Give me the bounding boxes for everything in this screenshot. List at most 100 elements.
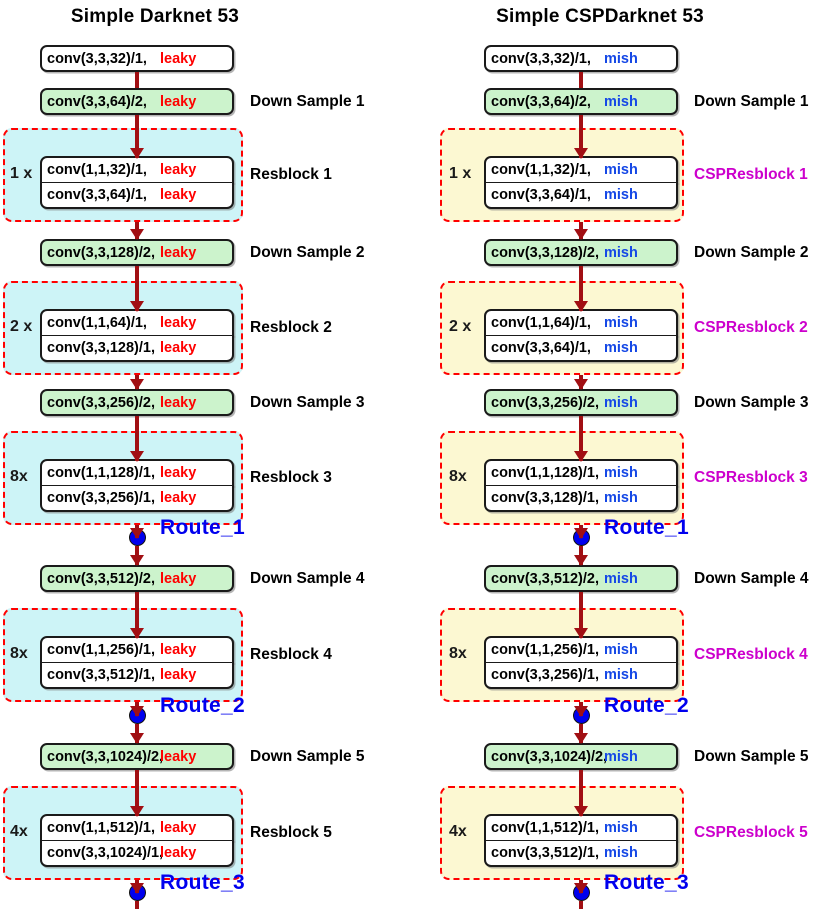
- flow-arrowhead: [574, 528, 588, 539]
- route-label: Route_1: [160, 516, 245, 539]
- conv-layer-spec: conv(1,1,128)/1,: [47, 465, 155, 481]
- activation-label: leaky: [160, 845, 197, 861]
- route-label: Route_2: [160, 694, 245, 717]
- activation-label: mish: [604, 845, 638, 861]
- conv-layer-spec: conv(3,3,1024)/1,: [47, 845, 164, 861]
- conv-layer-box-darknet-11: conv(3,3,1024)/2,leaky: [40, 743, 234, 770]
- stage-label-downsample: Down Sample 1: [250, 92, 365, 110]
- conv-layer-spec: conv(1,1,64)/1,: [491, 315, 591, 331]
- stage-label-resblock: Resblock 5: [250, 824, 332, 841]
- activation-label: mish: [604, 490, 638, 506]
- route-label: Route_1: [604, 516, 689, 539]
- flow-arrowhead: [130, 733, 144, 744]
- conv-layer-spec: conv(3,3,1024)/2,: [47, 748, 164, 765]
- conv-layer-box-darknet-9-0: conv(1,1,256)/1,leaky: [40, 636, 234, 663]
- conv-layer-spec: conv(3,3,256)/2,: [47, 394, 155, 411]
- route-label: Route_2: [604, 694, 689, 717]
- conv-layer-box-cspdarknet-12-0: conv(1,1,512)/1,mish: [484, 814, 678, 841]
- activation-label: leaky: [160, 490, 197, 506]
- flow-connector: [579, 115, 583, 158]
- stage-label-resblock: CSPResblock 5: [694, 824, 808, 841]
- repeat-multiplier: 1 x: [449, 165, 472, 182]
- repeat-multiplier: 8x: [449, 645, 467, 662]
- flow-connector: [135, 416, 139, 461]
- conv-layer-box-cspdarknet-9-0: conv(1,1,256)/1,mish: [484, 636, 678, 663]
- route-label: Route_3: [160, 871, 245, 894]
- conv-layer-box-darknet-9-1: conv(3,3,512)/1,leaky: [40, 662, 234, 689]
- conv-layer-spec: conv(3,3,512)/2,: [491, 570, 599, 587]
- conv-layer-box-darknet-2-1: conv(3,3,64)/1,leaky: [40, 182, 234, 209]
- stage-label-downsample: Down Sample 2: [250, 243, 365, 261]
- activation-label: mish: [604, 394, 638, 411]
- conv-layer-box-darknet-3: conv(3,3,128)/2,leaky: [40, 239, 234, 266]
- conv-layer-box-cspdarknet-5: conv(3,3,256)/2,mish: [484, 389, 678, 416]
- flow-arrowhead: [574, 451, 588, 462]
- conv-layer-spec: conv(3,3,128)/2,: [47, 244, 155, 261]
- flow-arrowhead: [130, 451, 144, 462]
- activation-label: leaky: [160, 187, 197, 203]
- activation-label: leaky: [160, 394, 197, 411]
- conv-layer-spec: conv(1,1,32)/1,: [491, 162, 591, 178]
- activation-label: leaky: [160, 50, 197, 67]
- conv-layer-spec: conv(3,3,512)/1,: [47, 667, 155, 683]
- conv-layer-box-cspdarknet-9-1: conv(3,3,256)/1,mish: [484, 662, 678, 689]
- repeat-multiplier: 2 x: [10, 318, 33, 335]
- conv-layer-spec: conv(1,1,32)/1,: [47, 162, 147, 178]
- activation-label: leaky: [160, 820, 197, 836]
- repeat-multiplier: 1 x: [10, 165, 33, 182]
- conv-layer-spec: conv(3,3,128)/1,: [491, 490, 599, 506]
- activation-label: leaky: [160, 748, 197, 765]
- conv-layer-box-cspdarknet-12-1: conv(3,3,512)/1, mish: [484, 840, 678, 867]
- stage-label-downsample: Down Sample 3: [694, 393, 809, 411]
- conv-layer-box-cspdarknet-4-0: conv(1,1,64)/1,mish: [484, 309, 678, 336]
- conv-layer-box-darknet-12-1: conv(3,3,1024)/1,leaky: [40, 840, 234, 867]
- activation-label: mish: [604, 162, 638, 178]
- stage-label-resblock: Resblock 1: [250, 166, 332, 183]
- conv-layer-box-darknet-6-1: conv(3,3,256)/1,leaky: [40, 485, 234, 512]
- stage-label-downsample: Down Sample 1: [694, 92, 809, 110]
- flow-arrowhead: [574, 733, 588, 744]
- stage-label-resblock: CSPResblock 1: [694, 166, 808, 183]
- stage-label-downsample: Down Sample 4: [250, 569, 365, 587]
- flow-arrowhead: [130, 555, 144, 566]
- route-label: Route_3: [604, 871, 689, 894]
- flow-connector: [579, 592, 583, 638]
- repeat-multiplier: 8x: [10, 645, 28, 662]
- stage-label-resblock: CSPResblock 4: [694, 646, 808, 663]
- conv-layer-box-cspdarknet-6-0: conv(1,1,128)/1, mish: [484, 459, 678, 486]
- conv-layer-box-cspdarknet-3: conv(3,3,128)/2,mish: [484, 239, 678, 266]
- activation-label: leaky: [160, 93, 197, 110]
- activation-label: mish: [604, 244, 638, 261]
- flow-connector: [135, 115, 139, 158]
- flow-arrowhead: [574, 301, 588, 312]
- flow-arrowhead: [130, 883, 144, 894]
- flow-arrowhead: [574, 628, 588, 639]
- conv-layer-box-cspdarknet-6-1: conv(3,3,128)/1, mish: [484, 485, 678, 512]
- flow-arrowhead: [130, 301, 144, 312]
- column-title-cspdarknet: Simple CSPDarknet 53: [496, 6, 704, 27]
- column-title-darknet: Simple Darknet 53: [70, 6, 240, 27]
- activation-label: mish: [604, 748, 638, 765]
- activation-label: leaky: [160, 340, 197, 356]
- stage-label-downsample: Down Sample 4: [694, 569, 809, 587]
- flow-arrowhead: [130, 229, 144, 240]
- conv-layer-spec: conv(3,3,512)/1,: [491, 845, 599, 861]
- conv-layer-box-cspdarknet-11: conv(3,3,1024)/2,mish: [484, 743, 678, 770]
- conv-layer-spec: conv(3,3,64)/2,: [491, 93, 591, 110]
- stage-label-resblock: Resblock 2: [250, 319, 332, 336]
- conv-layer-box-cspdarknet-8: conv(3,3,512)/2, mish: [484, 565, 678, 592]
- conv-layer-spec: conv(1,1,256)/1,: [491, 642, 599, 658]
- flow-connector: [579, 72, 583, 88]
- activation-label: mish: [604, 570, 638, 587]
- conv-layer-spec: conv(1,1,128)/1,: [491, 465, 599, 481]
- flow-arrowhead: [574, 555, 588, 566]
- stage-label-downsample: Down Sample 5: [250, 747, 365, 765]
- conv-layer-box-darknet-2-0: conv(1,1,32)/1,leaky: [40, 156, 234, 183]
- activation-label: leaky: [160, 570, 197, 587]
- conv-layer-box-darknet-4-1: conv(3,3,128)/1,leaky: [40, 335, 234, 362]
- conv-layer-box-darknet-4-0: conv(1,1,64)/1,leaky: [40, 309, 234, 336]
- stage-label-resblock: Resblock 3: [250, 469, 332, 486]
- flow-connector: [135, 592, 139, 638]
- activation-label: mish: [604, 465, 638, 481]
